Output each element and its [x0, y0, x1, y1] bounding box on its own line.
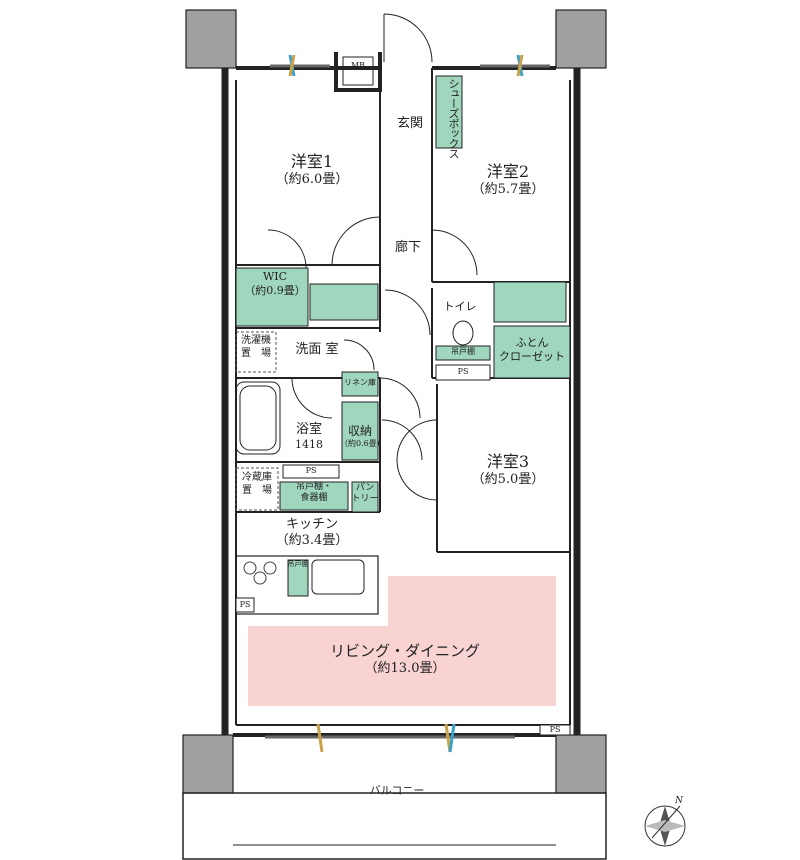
label-compass-n: N: [675, 796, 683, 806]
living-dining-area: [248, 576, 556, 706]
washer-spot: [235, 331, 277, 373]
storage-closet: [341, 401, 379, 461]
room-toilet: トイレ: [443, 300, 477, 313]
room-kitchen-name: キッチン: [285, 517, 338, 532]
label-linen: リネン庫: [344, 378, 376, 387]
room-western1-size: （約6.0畳）: [275, 172, 349, 187]
label-storage-name: 収納: [347, 424, 372, 438]
label-washer-line1: 洗濯機: [241, 335, 271, 346]
label-hanging-kitchen-line2: 食器棚: [300, 493, 328, 504]
room-western3-name: 洋室3: [486, 452, 530, 471]
column-top-left: [185, 9, 237, 69]
label-storage-size: （約0.6畳）: [340, 439, 385, 448]
room-wic-size: （約0.9畳）: [244, 283, 306, 297]
label-hanging-kitchen: 吊戸棚・ 食器棚: [280, 482, 348, 505]
room-living-name: リビング・ダイニング: [329, 642, 480, 660]
room-western3-size: （約5.0畳）: [471, 472, 545, 487]
room-western2-name: 洋室2: [486, 162, 530, 181]
ps-box-living: [539, 724, 571, 736]
label-shoebox: シューズボックス: [447, 78, 460, 158]
room-living: リビング・ダイニング （約13.0畳）: [300, 642, 510, 677]
label-hanging-toilet: 吊戸棚: [451, 347, 475, 356]
label-fridge-line1: 冷蔵庫: [242, 472, 272, 483]
label-hanging-kitchen-line1: 吊戸棚・: [295, 482, 332, 492]
sink-hanging-cabinet: [287, 559, 309, 597]
room-living-size: （約13.0畳）: [364, 660, 446, 676]
kitchen-hanging-cabinet: [279, 481, 349, 511]
label-fridge: 冷蔵庫 置 場: [236, 472, 278, 497]
walk-in-closet: [235, 267, 309, 327]
room-western2: 洋室2 （約5.7畳）: [458, 162, 558, 198]
label-ps-kitchen: PS: [305, 466, 317, 475]
room-western1-name: 洋室1: [290, 152, 334, 171]
room-wic: WIC （約0.9畳）: [240, 270, 310, 298]
label-ps-toilet: PS: [457, 367, 469, 376]
label-ps-counter: PS: [239, 600, 251, 609]
room-western2-size: （約5.7畳）: [471, 182, 545, 197]
label-washer: 洗濯機 置 場: [236, 335, 276, 360]
label-futon: ふとん クローゼット: [494, 336, 570, 364]
pantry: [351, 481, 379, 513]
ps-box-kitchen: [282, 464, 340, 479]
column-bottom-right: [555, 734, 607, 794]
room-balcony: バルコニー: [369, 784, 425, 797]
column-bottom-left: [182, 734, 234, 794]
label-pantry-line1: パン: [355, 483, 375, 493]
linen-closet: [341, 371, 379, 397]
room-hallway: 廊下: [394, 240, 421, 255]
label-hanging-sink: 吊戸棚: [287, 560, 309, 568]
label-ps-living: PS: [549, 725, 561, 734]
label-fridge-line2: 置 場: [242, 484, 272, 496]
label-pantry-line2: トリー: [351, 494, 379, 505]
label-storage: 収納 （約0.6畳）: [340, 424, 385, 449]
shoe-box: [435, 75, 463, 149]
ps-box-counter: [235, 597, 255, 613]
room-washroom: 洗面 室: [295, 342, 339, 357]
column-top-right: [555, 9, 607, 69]
room-kitchen-size: （約3.4畳）: [275, 533, 349, 549]
room-entrance: 玄関: [396, 116, 423, 131]
label-futon-line1: ふとん: [515, 336, 549, 349]
room-western3: 洋室3 （約5.0畳）: [458, 452, 558, 488]
label-washer-line2: 置 場: [241, 347, 271, 359]
fridge-spot: [235, 467, 279, 511]
label-mb: MB: [350, 61, 366, 70]
walk-in-closet-rail: [309, 283, 379, 321]
room-bathroom: 浴室 1418: [284, 422, 334, 452]
room-western1: 洋室1 （約6.0畳）: [262, 152, 362, 188]
label-pantry: パン トリー: [350, 483, 380, 506]
room-bathroom-size: 1418: [295, 438, 323, 452]
compass-icon: [644, 805, 686, 847]
toilet-hanging-cabinet: [435, 345, 491, 361]
ps-box-toilet: [435, 364, 491, 381]
label-futon-line2: クローゼット: [499, 349, 565, 363]
futon-closet: [493, 325, 571, 379]
room2-closet: [493, 281, 567, 323]
room-bathroom-name: 浴室: [295, 422, 322, 437]
room-kitchen: キッチン （約3.4畳）: [262, 517, 362, 550]
room-wic-name: WIC: [262, 270, 288, 283]
